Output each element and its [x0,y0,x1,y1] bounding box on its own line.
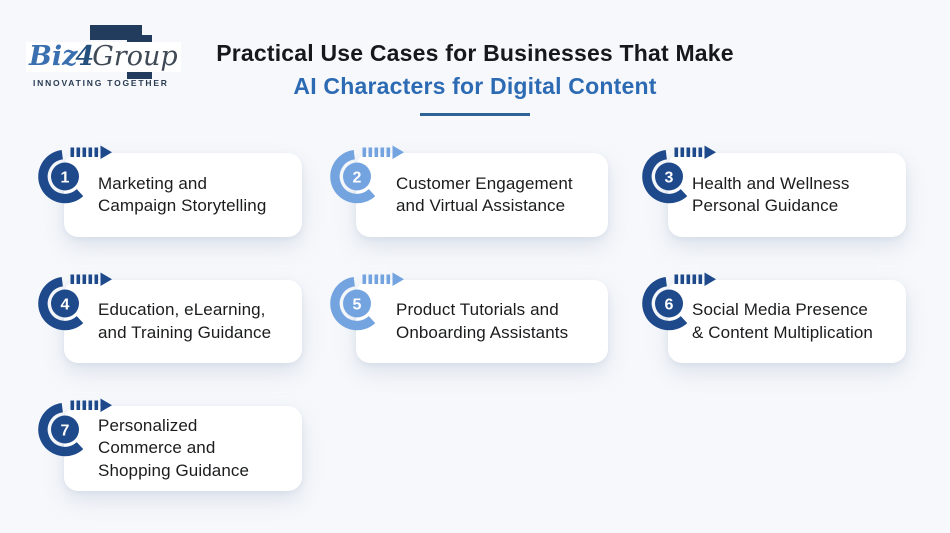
badge-number-disc [51,162,79,191]
badge-number-disc [655,162,683,191]
biz4group-logo: Biz4Group INNOVATING TOGETHER [20,12,181,100]
badge-arc [38,276,84,331]
logo-tagline: INNOVATING TOGETHER [33,78,169,88]
title-block: Practical Use Cases for Businesses That … [0,40,950,116]
badge-number-disc [343,289,371,318]
use-case-card-4: 4 Education, eLearning, and Training Gui… [38,272,302,363]
use-case-label: Social Media Presence & Content Multipli… [692,300,873,342]
badge-number: 5 [353,296,362,313]
use-case-card-1: 1 Marketing and Campaign Storytelling [38,145,302,237]
badge-arc [38,402,84,457]
badge-number-disc [343,162,371,191]
badge-number-disc [655,289,683,318]
use-case-card-5: 5 Product Tutorials and Onboarding Assis… [330,272,608,363]
badge-arc [330,276,376,331]
use-case-card-6: 6 Social Media Presence & Content Multip… [642,272,906,363]
use-case-card-3: 3 Health and Wellness Personal Guidance [642,145,906,237]
logo-word-4: 4 [75,41,95,72]
numbered-arrow-badge: 5 [330,272,404,331]
dashed-arrow-right-icon [674,145,716,159]
use-case-label: Customer Engagement and Virtual Assistan… [396,173,573,216]
badge-number-disc [51,289,79,318]
numbered-arrow-badge: 6 [642,272,716,331]
badge-arc [642,149,688,204]
numbered-arrow-badge: 7 [38,398,112,457]
page-title: Practical Use Cases for Businesses That … [216,40,734,66]
use-case-label: Product Tutorials and Onboarding Assista… [396,300,569,342]
dashed-arrow-right-icon [674,272,716,286]
badge-arc [38,149,84,204]
numbered-arrow-badge: 1 [38,145,112,204]
badge-number: 3 [665,169,674,186]
dashed-arrow-right-icon [70,145,112,159]
numbered-arrow-badge: 3 [642,145,716,204]
numbered-arrow-badge: 4 [38,272,112,331]
badge-arc [642,276,688,331]
badge-number: 6 [665,296,674,313]
dashed-arrow-right-icon [70,398,112,412]
use-case-label: Health and Wellness Personal Guidance [692,173,850,216]
dashed-arrow-right-icon [362,145,404,159]
badge-number: 1 [61,169,70,186]
badge-number: 4 [61,296,70,313]
badge-number-disc [51,415,79,444]
use-case-label: Marketing and Campaign Storytelling [98,173,267,216]
badge-number: 2 [353,169,362,186]
dashed-arrow-right-icon [70,272,112,286]
use-case-label: Personalized Commerce and Shopping Guida… [98,415,250,480]
logo-wordmark: Biz4Group [26,42,181,72]
numbered-arrow-badge: 2 [330,145,404,204]
page-subtitle: AI Characters for Digital Content [293,73,657,99]
logo-word-group: Group [92,41,178,72]
badge-number: 7 [61,422,70,439]
use-case-label: Education, eLearning, and Training Guida… [98,300,272,342]
dashed-arrow-right-icon [362,272,404,286]
logo-word-biz: Biz [29,41,78,72]
title-divider [420,113,530,116]
use-case-card-7: 7 Personalized Commerce and Shopping Gui… [38,398,302,491]
use-case-card-2: 2 Customer Engagement and Virtual Assist… [330,145,608,237]
badge-arc [330,149,376,204]
